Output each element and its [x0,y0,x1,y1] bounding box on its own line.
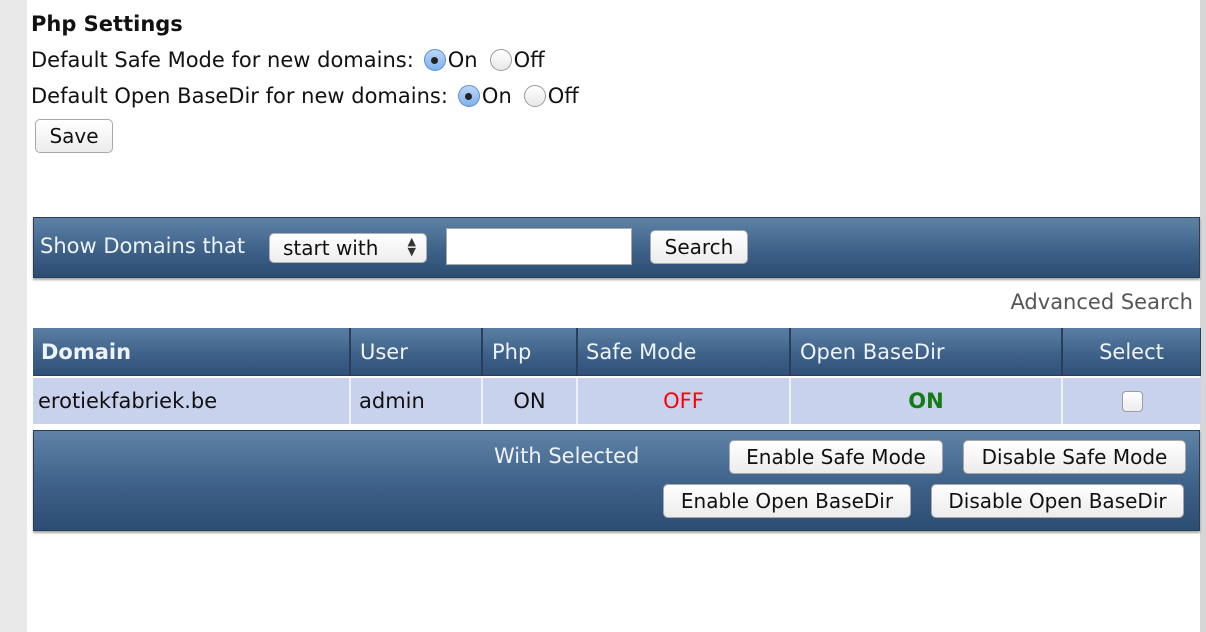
save-button[interactable]: Save [35,119,113,153]
table-row-safe-mode-status: OFF [578,378,791,424]
radio-dot-icon [465,92,473,100]
table-row-domain[interactable]: erotiekfabriek.be [33,378,351,424]
select-arrows-icon: ▲▼ [407,235,416,258]
disable-open-basedir-button[interactable]: Disable Open BaseDir [931,484,1184,518]
column-header-php[interactable]: Php [483,328,578,376]
enable-safe-mode-button[interactable]: Enable Safe Mode [729,440,943,474]
table-row-open-basedir-status: ON [791,378,1063,424]
open-basedir-on-label[interactable]: On [481,84,512,108]
safe-mode-on-radio[interactable] [423,49,446,71]
enable-open-basedir-button[interactable]: Enable Open BaseDir [663,484,911,518]
open-basedir-off-radio[interactable] [523,85,546,107]
section-title: Php Settings [31,12,183,36]
row-select-checkbox[interactable] [1121,390,1143,412]
search-button[interactable]: Search [650,230,748,264]
column-header-select: Select [1063,328,1201,376]
with-selected-label: With Selected [494,444,640,468]
domain-filter-value: start with [283,236,379,260]
open-basedir-on-radio[interactable] [457,85,480,107]
safe-mode-label: Default Safe Mode for new domains: [31,48,414,72]
safe-mode-option-row: Default Safe Mode for new domains: On Of… [31,46,545,74]
disable-safe-mode-button[interactable]: Disable Safe Mode [963,440,1186,474]
table-row-select-cell [1063,378,1201,424]
column-header-domain[interactable]: Domain [33,328,351,376]
open-basedir-label: Default Open BaseDir for new domains: [31,84,448,108]
safe-mode-off-radio[interactable] [489,49,512,71]
radio-dot-icon [431,56,439,64]
table-row-php: ON [483,378,578,424]
window-edge [1200,0,1206,632]
search-bar-label: Show Domains that [40,234,246,258]
domain-search-input[interactable] [446,228,632,265]
safe-mode-off-label[interactable]: Off [513,48,545,72]
column-header-safe-mode[interactable]: Safe Mode [578,328,791,376]
column-header-open-basedir[interactable]: Open BaseDir [791,328,1063,376]
open-basedir-off-label[interactable]: Off [547,84,579,108]
open-basedir-option-row: Default Open BaseDir for new domains: On… [31,82,579,110]
safe-mode-on-label[interactable]: On [447,48,478,72]
advanced-search-link[interactable]: Advanced Search [1010,290,1193,314]
table-row-user: admin [351,378,483,424]
column-header-user[interactable]: User [351,328,483,376]
domain-filter-select[interactable]: start with ▲▼ [269,233,427,263]
